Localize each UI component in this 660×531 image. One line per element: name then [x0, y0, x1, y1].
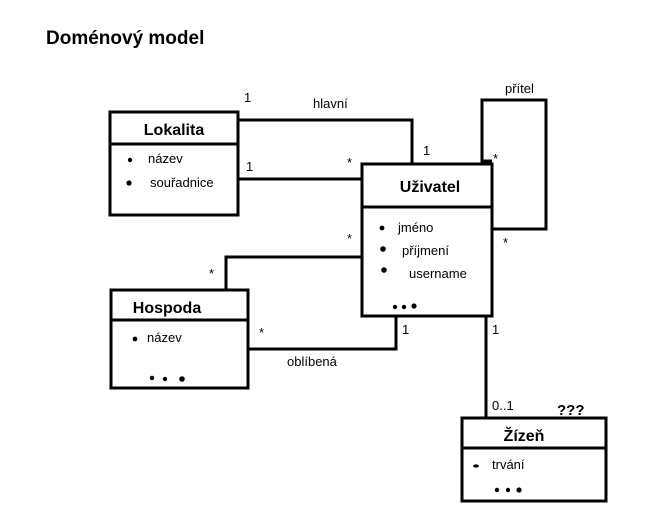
mult-pritel-a: * — [493, 151, 498, 166]
class-name-hospoda: Hospoda — [133, 300, 202, 317]
mult-oblibena-uzivatel: 1 — [402, 322, 409, 337]
attr-bullet-icon — [126, 180, 132, 186]
assoc-oblibena-line — [248, 316, 398, 351]
class-name-lokalita: Lokalita — [144, 122, 205, 139]
attr-lokalita-1: souřadnice — [150, 175, 214, 190]
attr-bullet-icon — [473, 464, 479, 468]
mult-oblibena-hospoda: * — [259, 325, 264, 340]
attr-bullet-icon — [127, 157, 133, 163]
mult-lokalita-side: 1 — [246, 159, 253, 174]
page-title: Doménový model — [46, 28, 205, 49]
ellipsis-icon — [149, 375, 185, 382]
class-name-uzivatel: Uživatel — [400, 179, 460, 196]
mult-hlavni-lokalita: 1 — [244, 90, 251, 105]
assoc-pritel-line — [480, 98, 548, 231]
question-note: ??? — [557, 402, 585, 419]
ellipsis-icon — [392, 303, 417, 310]
attr-uzivatel-2: username — [409, 266, 467, 281]
attr-lokalita-0: název — [148, 151, 183, 166]
attr-zizen-0: trvání — [492, 457, 525, 472]
mult-hlavni-uzivatel: 1 — [423, 143, 430, 158]
mult-hospoda-side: * — [209, 266, 214, 281]
mult-zizen-side: 0..1 — [492, 398, 514, 413]
mult-uzivatel-zizen: 1 — [492, 322, 499, 337]
attr-bullet-icon — [381, 267, 387, 273]
class-uzivatel: Uživatel jméno příjmení username — [360, 162, 494, 318]
attr-uzivatel-0: jméno — [397, 220, 433, 235]
assoc-hlavni-line — [238, 118, 414, 164]
mult-uzivatel-side-hospoda: * — [347, 231, 352, 246]
class-hospoda: Hospoda název — [109, 288, 250, 390]
attr-uzivatel-1: příjmení — [402, 243, 449, 258]
attr-bullet-icon — [132, 336, 138, 342]
assoc-label-pritel: přítel — [505, 81, 534, 96]
assoc-hospoda-uzivatel-line — [224, 255, 362, 290]
attr-hospoda-0: název — [147, 330, 182, 345]
attr-bullet-icon — [379, 225, 385, 231]
ellipsis-icon — [494, 487, 522, 493]
class-zizen: Žízeň trvání — [460, 416, 608, 503]
class-lokalita: Lokalita název souřadnice — [108, 110, 240, 217]
mult-uzivatel-side-lokalita: * — [347, 155, 352, 170]
assoc-label-oblibena: oblíbená — [287, 354, 338, 369]
attr-bullet-icon — [380, 246, 386, 252]
assoc-label-hlavni: hlavní — [313, 96, 348, 111]
class-name-zizen: Žízeň — [504, 426, 545, 445]
mult-pritel-b: * — [503, 235, 508, 250]
